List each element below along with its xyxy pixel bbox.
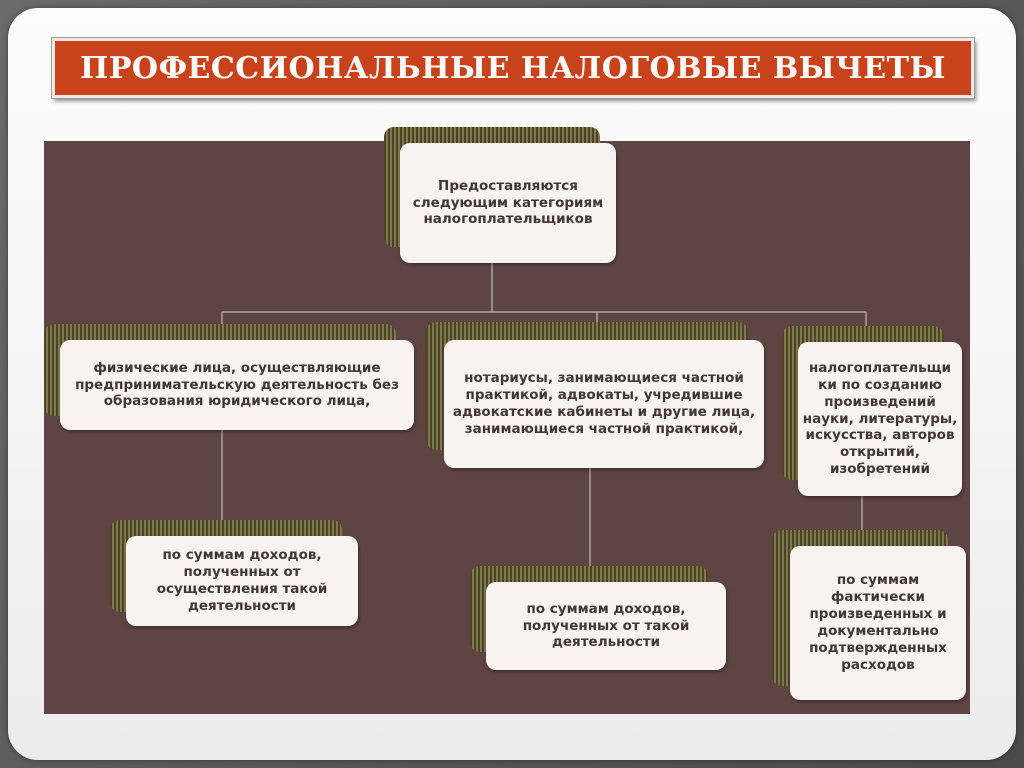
deduction-text: по суммам фактически произведенных и док… <box>809 572 947 673</box>
category-text: нотариусы, занимающиеся частной практико… <box>452 370 756 437</box>
deduction-box-income-notaries: по суммам доходов, полученных от такой д… <box>486 582 726 670</box>
category-text: физические лица, осуществляющие предприн… <box>75 359 399 410</box>
category-box-notaries: нотариусы, занимающиеся частной практико… <box>444 340 764 468</box>
page-title: ПРОФЕССИОНАЛЬНЫЕ НАЛОГОВЫЕ ВЫЧЕТЫ <box>80 50 946 86</box>
deduction-text: по суммам доходов, полученных от осущест… <box>156 547 328 614</box>
deduction-text: по суммам доходов, полученных от такой д… <box>522 600 690 651</box>
root-category-box: Предоставляются следующим категориям нал… <box>400 143 616 263</box>
deduction-box-income-entrepreneurs: по суммам доходов, полученных от осущест… <box>126 536 358 626</box>
root-text: Предоставляются следующим категориям нал… <box>412 177 604 228</box>
deduction-box-expenses: по суммам фактически произведенных и док… <box>790 546 966 700</box>
category-box-entrepreneurs: физические лица, осуществляющие предприн… <box>60 340 414 430</box>
category-text: налогоплательщи ки по созданию произведе… <box>802 359 958 478</box>
category-box-authors: налогоплательщи ки по созданию произведе… <box>798 342 962 496</box>
title-banner: ПРОФЕССИОНАЛЬНЫЕ НАЛОГОВЫЕ ВЫЧЕТЫ <box>51 37 975 99</box>
